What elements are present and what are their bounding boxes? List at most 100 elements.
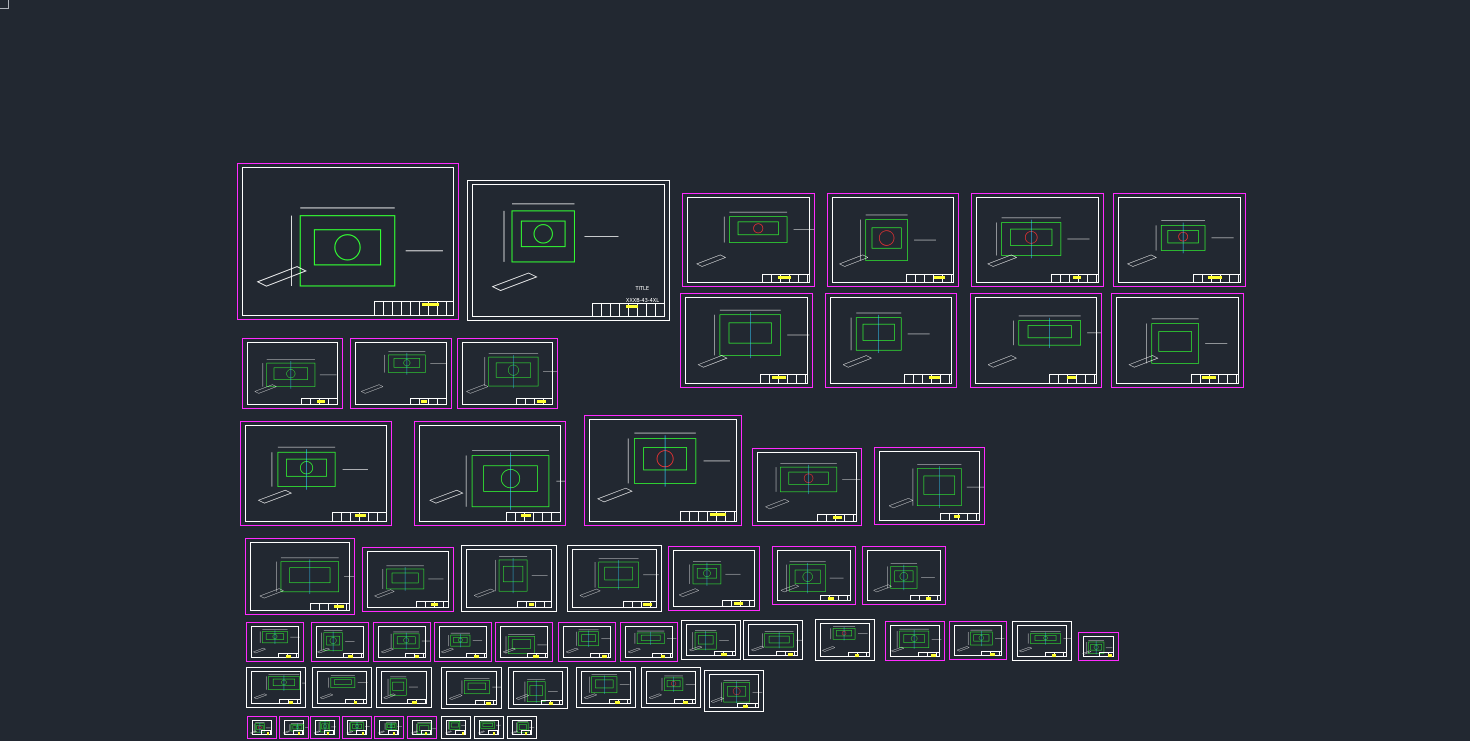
drawing-sheet-thumbnail[interactable] xyxy=(743,620,803,660)
drawing-sheet-thumbnail[interactable] xyxy=(279,716,309,739)
drawing-sheet-thumbnail[interactable] xyxy=(971,193,1104,287)
drawing-sheet-thumbnail[interactable] xyxy=(641,667,701,708)
drawing-sheet-thumbnail[interactable] xyxy=(1012,621,1072,661)
drawing-sheet-thumbnail[interactable] xyxy=(246,667,306,708)
geometry-rect xyxy=(507,636,535,654)
part-geometry xyxy=(764,463,861,510)
title-block xyxy=(714,651,736,656)
drawing-sheet-thumbnail[interactable] xyxy=(668,546,760,611)
drawing-sheet-thumbnail[interactable] xyxy=(246,622,304,662)
drawing-sheet-thumbnail[interactable] xyxy=(1078,632,1119,661)
drawing-sheet-thumbnail[interactable] xyxy=(441,716,471,739)
drawing-sheet-thumbnail[interactable] xyxy=(970,293,1102,388)
part-geometry xyxy=(316,630,355,654)
title-block xyxy=(260,730,272,735)
drawing-sheet-thumbnail[interactable] xyxy=(825,293,957,388)
drawing-sheet-thumbnail[interactable] xyxy=(1111,293,1244,388)
title-block xyxy=(292,730,304,735)
sheet-inner-frame xyxy=(832,197,954,283)
drawing-sheet-thumbnail[interactable] xyxy=(681,620,741,660)
isometric-view xyxy=(956,646,970,652)
title-block-highlight xyxy=(285,655,292,658)
part-geometry xyxy=(502,634,547,654)
isometric-view xyxy=(380,647,394,654)
title-block-highlight xyxy=(431,603,439,607)
drawing-sheet-thumbnail[interactable] xyxy=(558,622,616,662)
part-geometry xyxy=(696,211,814,267)
drawing-sheet-thumbnail[interactable] xyxy=(507,716,537,739)
drawing-sheet-thumbnail[interactable] xyxy=(772,546,856,605)
title-block xyxy=(939,512,980,521)
drawing-sheet-thumbnail[interactable] xyxy=(373,622,431,662)
title-block xyxy=(848,652,870,657)
drawing-sheet-thumbnail[interactable] xyxy=(441,667,502,709)
drawing-sheet-thumbnail[interactable] xyxy=(376,667,432,708)
drawing-sheet-thumbnail[interactable] xyxy=(682,193,815,287)
isometric-view xyxy=(1127,254,1157,267)
drawing-sheet-thumbnail[interactable] xyxy=(815,619,875,661)
drawing-sheet-thumbnail[interactable] xyxy=(310,716,340,739)
title-block xyxy=(910,594,941,601)
title-block xyxy=(541,700,563,705)
drawing-sheet-thumbnail[interactable] xyxy=(1113,193,1246,287)
drawing-sheet-thumbnail[interactable] xyxy=(350,338,452,409)
title-block-highlight xyxy=(493,732,496,735)
drawing-sheet-thumbnail[interactable] xyxy=(874,447,985,525)
isometric-view xyxy=(678,588,700,597)
isometric-view xyxy=(383,693,396,699)
drawing-sheet-thumbnail[interactable] xyxy=(704,670,764,712)
drawing-sheet-thumbnail[interactable] xyxy=(457,338,558,409)
drawing-sheet-thumbnail[interactable] xyxy=(434,622,492,662)
part-geometry xyxy=(380,631,430,654)
title-block-highlight xyxy=(549,702,554,705)
title-block xyxy=(406,699,427,704)
drawing-sheet-thumbnail[interactable] xyxy=(414,421,566,526)
isometric-view xyxy=(502,647,516,654)
title-block-highlight xyxy=(928,376,940,380)
drawing-sheet-thumbnail[interactable] xyxy=(242,338,343,409)
drawing-sheet-thumbnail[interactable] xyxy=(567,545,662,612)
drawing-sheet-thumbnail[interactable] xyxy=(461,545,557,612)
isometric-view xyxy=(710,697,725,703)
geometry-rect xyxy=(450,722,459,728)
drawing-sheet-thumbnail[interactable] xyxy=(374,716,404,739)
part-geometry xyxy=(429,450,565,510)
title-block xyxy=(355,730,367,735)
drawing-sheet-thumbnail[interactable] xyxy=(862,546,946,605)
isometric-view xyxy=(313,730,321,734)
drawing-sheet-thumbnail[interactable] xyxy=(245,538,355,615)
sheet-inner-frame xyxy=(472,184,665,317)
title-block xyxy=(761,273,810,283)
sheet-inner-frame xyxy=(462,342,553,405)
drawing-sheet-thumbnail[interactable] xyxy=(584,415,742,526)
drawing-sheet-thumbnail[interactable] xyxy=(949,621,1007,660)
sheet-inner-frame xyxy=(757,452,857,522)
drawing-sheet-thumbnail[interactable] xyxy=(620,622,678,662)
drawing-sheet-thumbnail[interactable] xyxy=(312,667,372,708)
isometric-view xyxy=(987,254,1018,267)
drawing-sheet-thumbnail[interactable] xyxy=(827,193,959,287)
drawing-sheet-thumbnail[interactable] xyxy=(240,421,392,526)
geometry-rect xyxy=(464,680,490,695)
isometric-view xyxy=(259,588,284,599)
sheet-inner-frame xyxy=(975,297,1097,384)
drawing-sheet-thumbnail[interactable] xyxy=(362,547,454,612)
drawing-sheet-thumbnail[interactable] xyxy=(495,622,553,662)
isometric-view xyxy=(838,254,869,267)
sheet-inner-frame xyxy=(466,549,552,608)
drawing-sheet-thumbnail[interactable] xyxy=(885,621,945,661)
drawing-sheet-thumbnail[interactable] xyxy=(680,293,813,388)
title-block xyxy=(277,653,299,658)
drawing-sheet-thumbnail[interactable] xyxy=(237,163,459,320)
drawing-sheet-thumbnail[interactable] xyxy=(247,716,277,739)
drawing-sheet-thumbnail[interactable] xyxy=(508,667,568,709)
drawing-sheet-thumbnail[interactable] xyxy=(752,448,862,526)
part-geometry xyxy=(565,629,611,654)
drawing-sheet-thumbnail[interactable] xyxy=(311,622,369,662)
drawing-sheet-thumbnail[interactable] xyxy=(342,716,372,739)
drawing-sheet-thumbnail[interactable] xyxy=(576,667,636,708)
drawing-sheet-thumbnail[interactable] xyxy=(474,716,504,739)
drawing-sheet-thumbnail[interactable] xyxy=(407,716,437,739)
